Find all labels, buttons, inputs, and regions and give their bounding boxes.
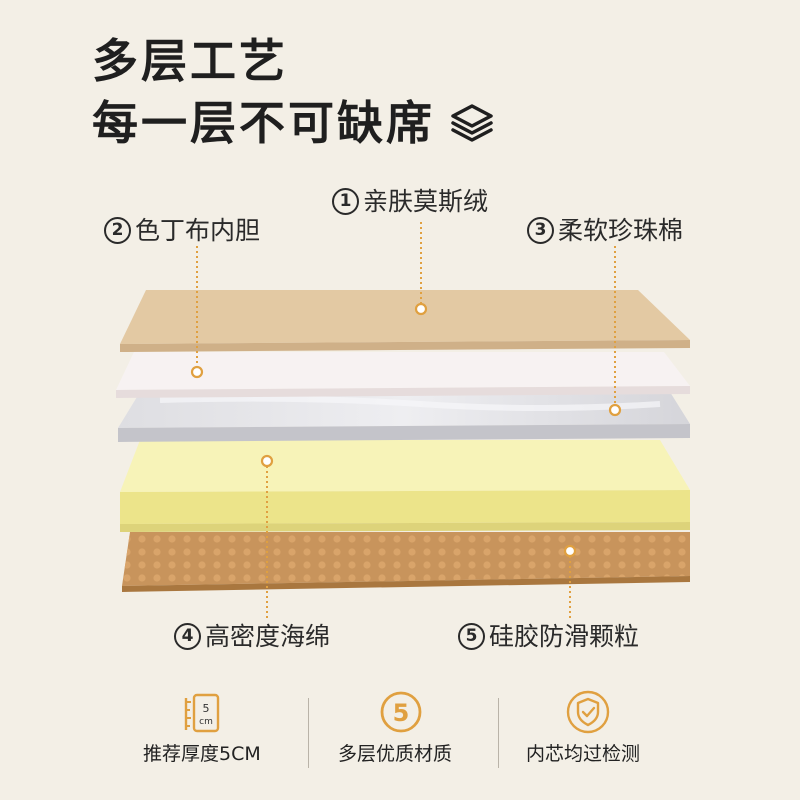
marker-dot-5 <box>563 544 577 558</box>
layer-2-satin <box>116 352 690 398</box>
thickness-icon-number: 5 <box>203 702 210 715</box>
headline-line-2: 每一层不可缺席 <box>92 100 495 146</box>
layer-name-2: 色丁布内胆 <box>135 216 261 245</box>
thickness-icon-unit: cm <box>199 717 213 727</box>
layer-name-1: 亲肤莫斯绒 <box>363 187 489 216</box>
marker-dot-3 <box>608 403 622 417</box>
layer-label-3: 3 柔软珍珠棉 <box>527 217 683 244</box>
layer-4-foam <box>120 440 690 532</box>
layer-5-silicone-base <box>122 532 690 592</box>
headline-line-2-text: 每一层不可缺席 <box>92 96 435 150</box>
feature-divider-1 <box>308 698 309 768</box>
layer-label-2: 2 色丁布内胆 <box>104 217 260 244</box>
thickness-ruler-icon: 5 cm <box>184 693 220 733</box>
feature-label-inspection: 内芯均过检测 <box>526 743 641 765</box>
feature-label-thickness: 推荐厚度5CM <box>143 743 261 765</box>
headline-line-1: 多层工艺 <box>92 34 288 88</box>
marker-dot-4 <box>260 454 274 468</box>
layer-label-4: 4 高密度海绵 <box>174 623 330 650</box>
layer-number-4: 4 <box>174 623 201 650</box>
layer-name-5: 硅胶防滑颗粒 <box>489 622 640 651</box>
layer-name-4: 高密度海绵 <box>205 622 331 651</box>
five-icon-number: 5 <box>393 699 410 727</box>
layer-number-5: 5 <box>458 623 485 650</box>
layer-name-3: 柔软珍珠棉 <box>558 216 684 245</box>
layer-label-5: 5 硅胶防滑颗粒 <box>458 623 639 650</box>
shield-check-icon <box>566 690 610 734</box>
layer-number-1: 1 <box>332 188 359 215</box>
layer-label-1: 1 亲肤莫斯绒 <box>332 188 488 215</box>
layer-number-3: 3 <box>527 217 554 244</box>
five-layers-icon: 5 <box>380 691 422 733</box>
stacked-layers-icon <box>451 104 493 142</box>
layer-number-2: 2 <box>104 217 131 244</box>
feature-label-materials: 多层优质材质 <box>338 743 453 765</box>
layer-1-plush-top <box>120 290 690 352</box>
feature-divider-2 <box>498 698 499 768</box>
marker-dot-1 <box>414 302 428 316</box>
layer-3-pearl-cotton <box>118 392 690 442</box>
marker-dot-2 <box>190 365 204 379</box>
